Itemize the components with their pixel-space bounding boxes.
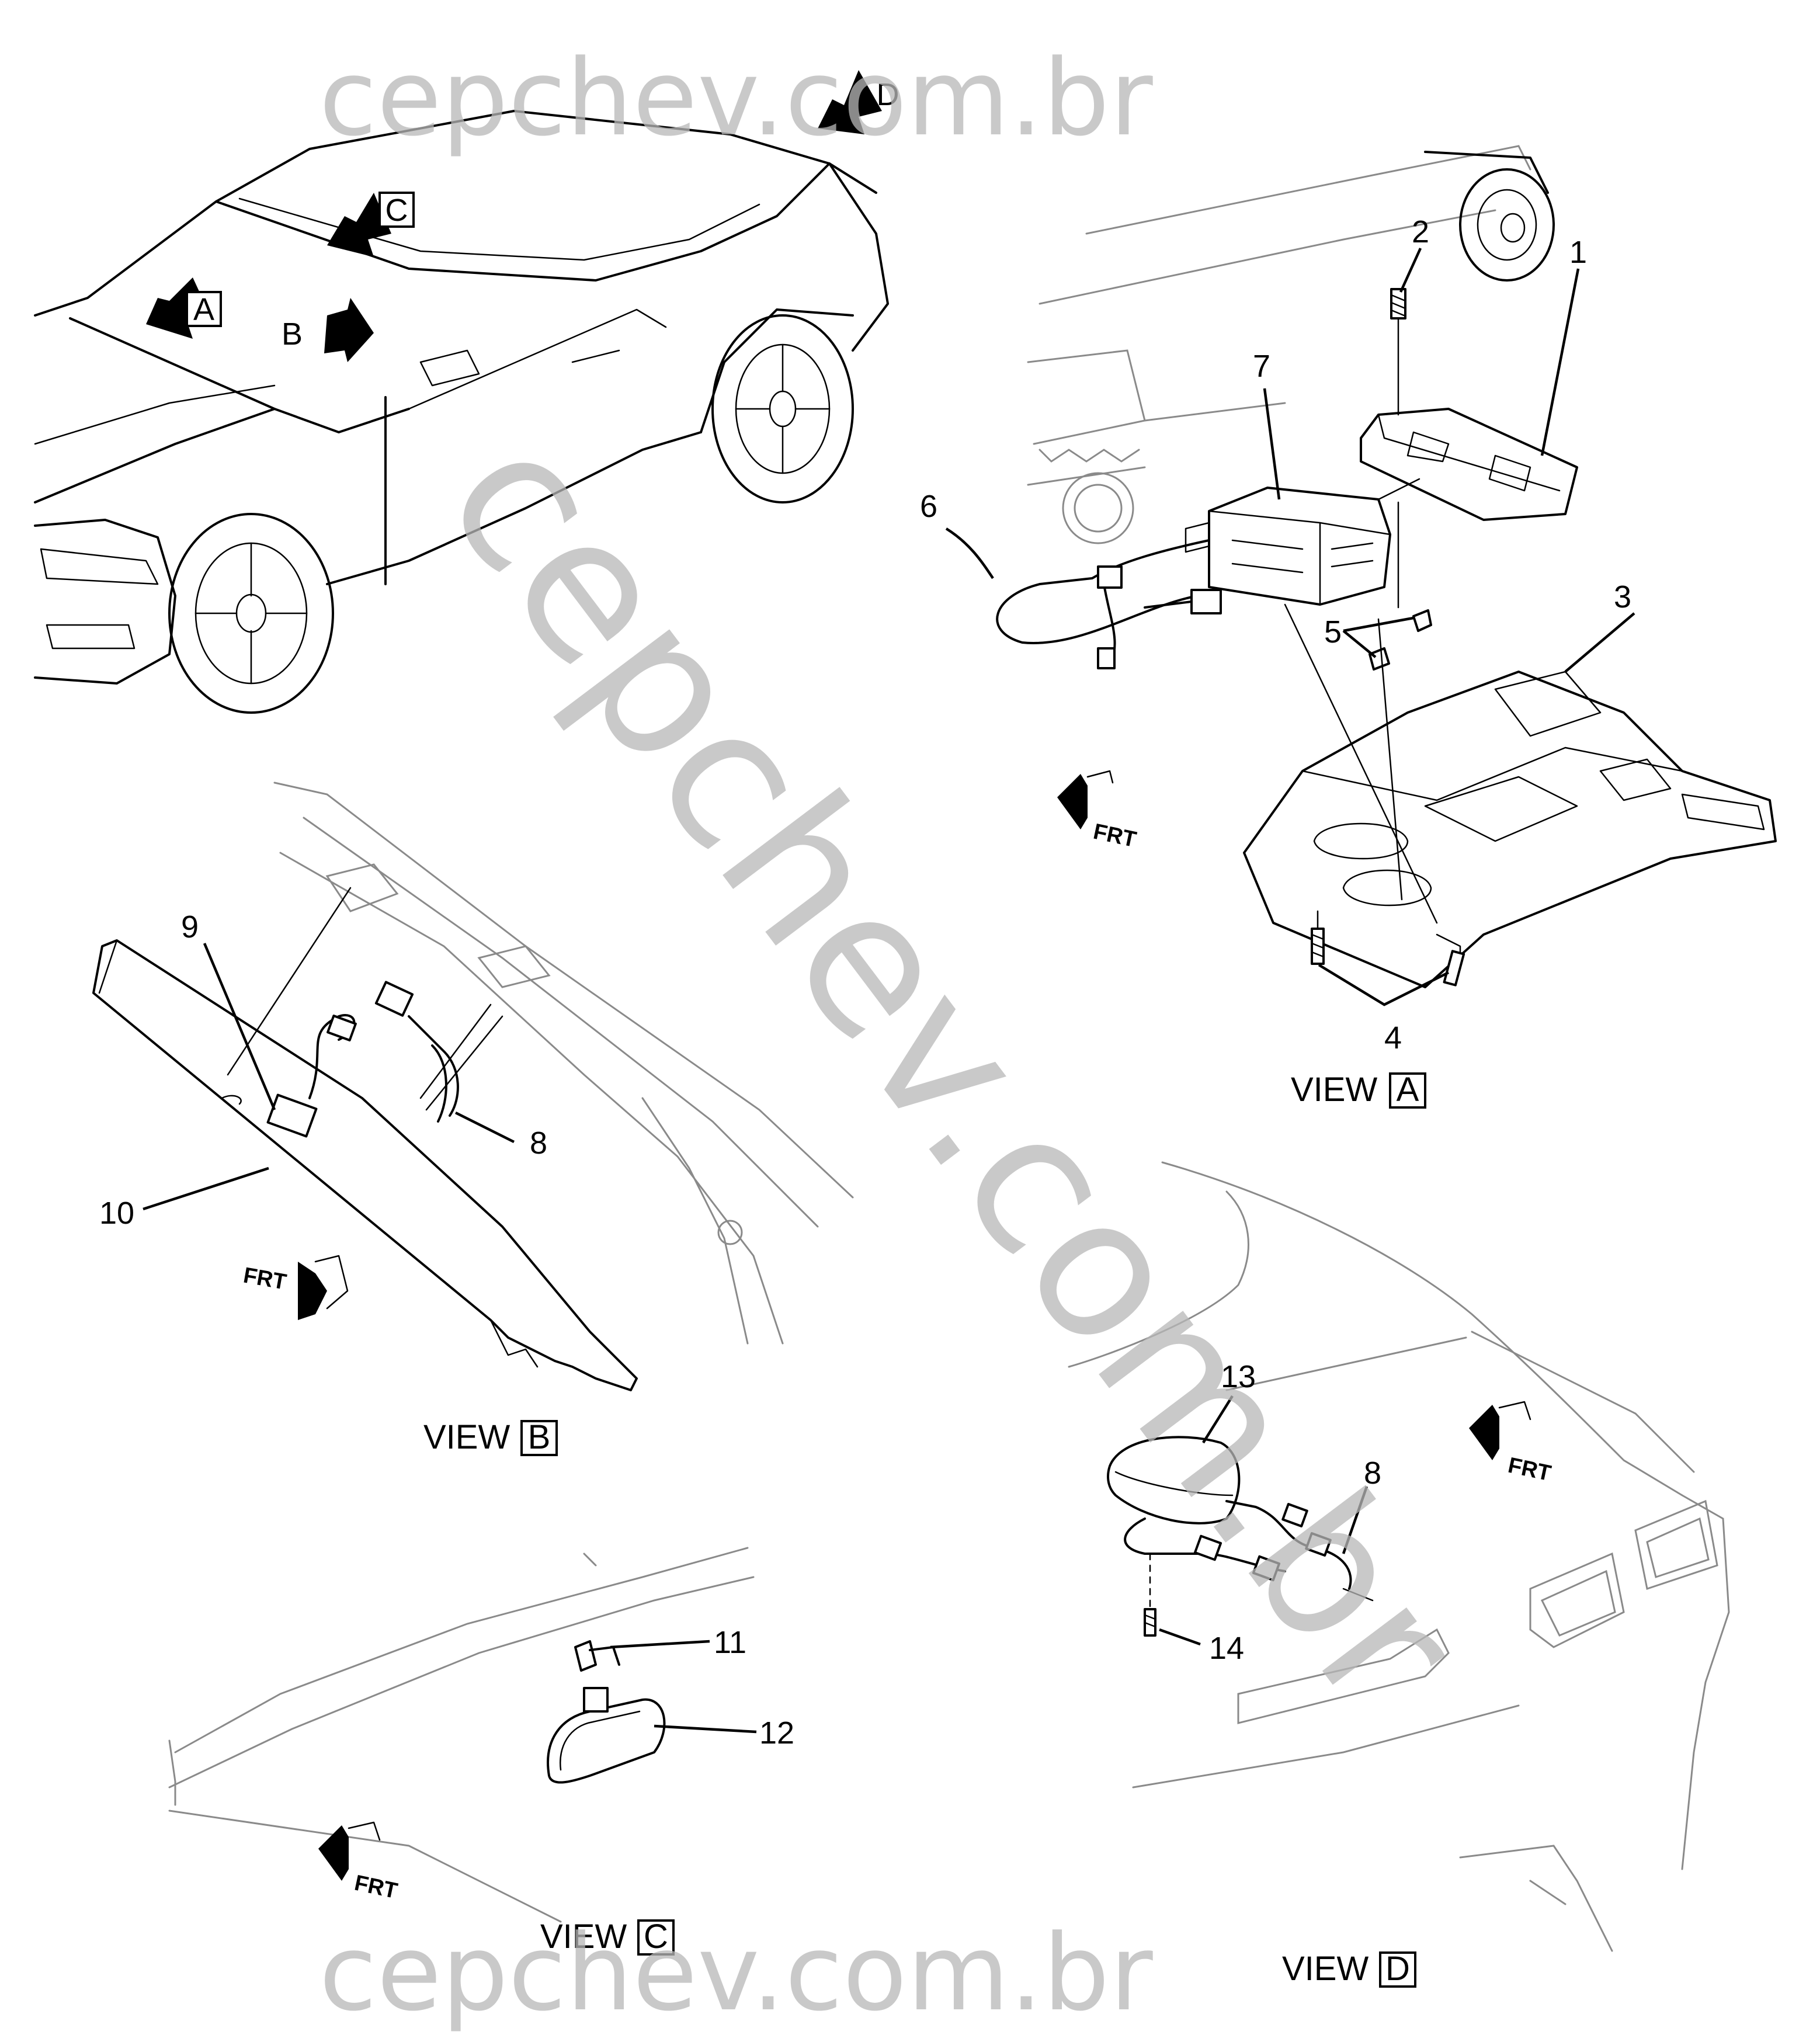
part-11-bracket <box>574 1640 620 1672</box>
callout-10: 10 <box>99 1196 134 1231</box>
view-b-pillar <box>273 782 854 1345</box>
view-d-letter: D <box>1385 1950 1410 1988</box>
view-a-dashboard <box>1027 145 1555 544</box>
part-8-harness-b <box>374 981 459 1123</box>
view-c-arrow-icon: C <box>327 192 415 257</box>
view-b-letter: B <box>528 1418 551 1456</box>
car-overview <box>34 110 889 714</box>
callout-4: 4 <box>1384 1020 1402 1055</box>
part-5-clips <box>1369 609 1432 671</box>
part-4-screws <box>1311 910 1465 987</box>
frt-label-d: FRT <box>1506 1453 1553 1486</box>
watermark-bottom: cepchev.com.br <box>319 1912 1152 2034</box>
part-10-pillar-trim <box>92 939 638 1391</box>
callout-numbers: 1 2 3 4 5 6 7 8 8 9 10 11 12 13 14 <box>99 214 1631 1751</box>
callout-8-view-d: 8 <box>1364 1456 1381 1491</box>
frt-arrow-a-icon: FRT <box>1057 770 1138 852</box>
part-2-screw <box>1390 288 1406 416</box>
view-b-label: VIEW B <box>423 1418 558 1456</box>
part-9-connector <box>266 1014 357 1138</box>
view-d-arrow-icon: D <box>818 70 899 134</box>
view-c-prefix: VIEW <box>540 1918 627 1956</box>
callout-5: 5 <box>1324 614 1342 650</box>
part-13-antenna <box>1107 1436 1241 1524</box>
view-b-arrow-icon: B <box>282 298 374 362</box>
callout-9: 9 <box>181 909 199 944</box>
view-c-letter: C <box>644 1918 668 1956</box>
part-1-bracket <box>1360 408 1578 521</box>
part-6-harness <box>996 539 1222 669</box>
view-a-label: VIEW A <box>1291 1071 1426 1109</box>
callout-7: 7 <box>1253 349 1270 384</box>
frt-arrow-b-icon: FRT <box>241 1255 349 1320</box>
view-c-arrow-label: C <box>385 193 408 228</box>
view-c-label: VIEW C <box>540 1918 675 1956</box>
view-a-arrow-icon: A <box>146 277 222 339</box>
view-a-prefix: VIEW <box>1291 1071 1377 1109</box>
part-7-module <box>1185 478 1420 606</box>
frt-label-c: FRT <box>352 1871 400 1904</box>
callout-13: 13 <box>1221 1359 1256 1394</box>
callout-2: 2 <box>1412 214 1429 249</box>
leader-lines <box>143 248 1635 1734</box>
frt-label-b: FRT <box>241 1263 288 1295</box>
view-a-arrow-label: A <box>193 292 214 327</box>
view-a-letter: A <box>1397 1071 1419 1109</box>
callout-8-view-b: 8 <box>530 1126 547 1161</box>
watermark-top: cepchev.com.br <box>319 37 1152 159</box>
part-3-console-housing <box>1243 671 1777 988</box>
view-d-trunk <box>1068 1161 1730 1952</box>
callout-14: 14 <box>1209 1631 1244 1666</box>
part-8-harness-d <box>1124 1500 1374 1602</box>
part-12-mirror <box>547 1687 666 1784</box>
frt-arrow-d-icon: FRT <box>1469 1401 1553 1486</box>
view-c-roof <box>168 1547 755 1923</box>
view-b-prefix: VIEW <box>423 1418 510 1456</box>
view-b-arrow-label: B <box>282 317 303 352</box>
callout-1: 1 <box>1569 235 1587 270</box>
view-d-prefix: VIEW <box>1282 1950 1369 1988</box>
callout-3: 3 <box>1614 579 1631 614</box>
view-d-label: VIEW D <box>1282 1950 1416 1988</box>
part-14-screw <box>1144 1553 1156 1637</box>
view-d-arrow-label: D <box>877 77 899 112</box>
callout-6: 6 <box>920 489 937 524</box>
callout-12: 12 <box>759 1715 794 1751</box>
callout-11: 11 <box>714 1625 746 1660</box>
frt-label-a: FRT <box>1091 819 1138 852</box>
